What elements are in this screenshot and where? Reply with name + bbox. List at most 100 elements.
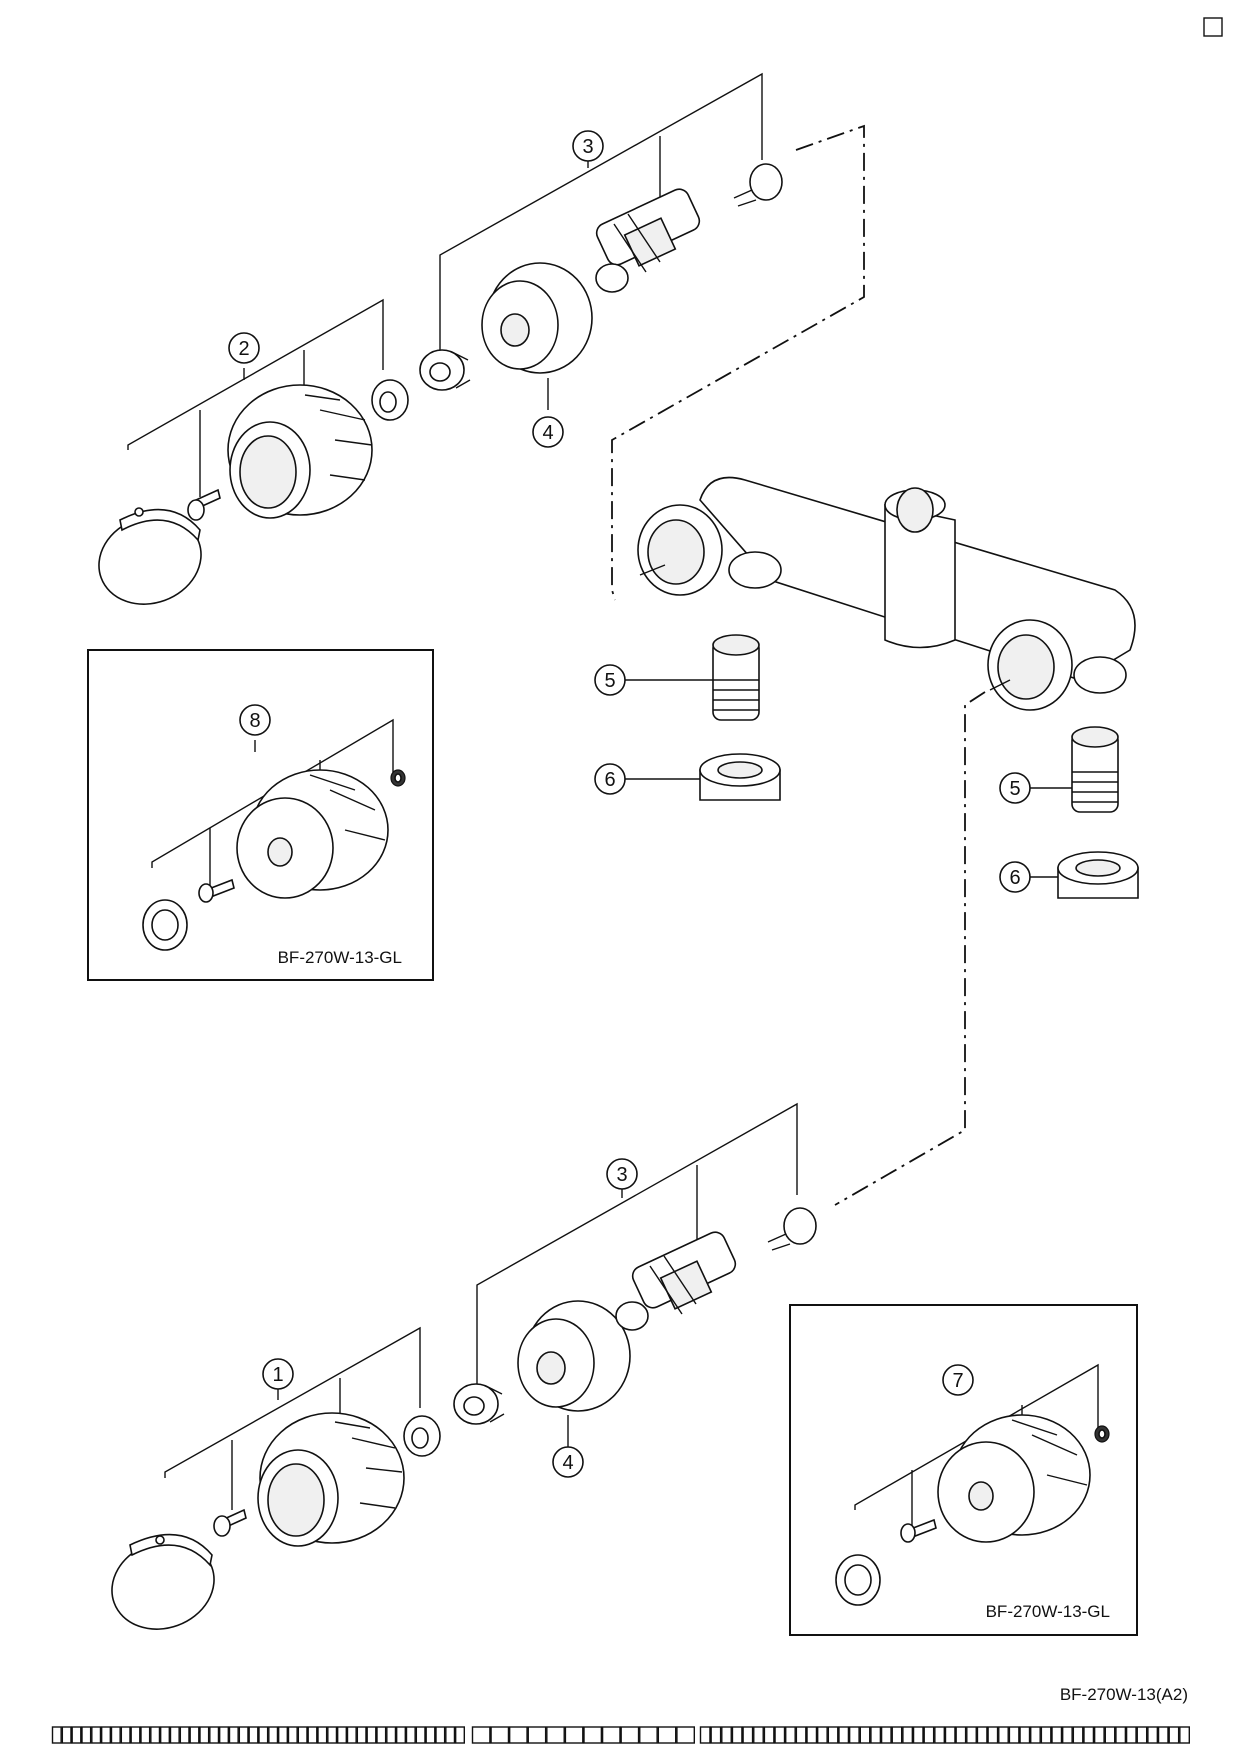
footer-box-glyph <box>1115 1726 1127 1744</box>
svg-text:4: 4 <box>562 1452 573 1474</box>
footer-box-glyph <box>923 1726 935 1744</box>
inset-label-left: BF-270W-13-GL <box>278 948 402 967</box>
footer-box-glyph <box>386 1726 397 1744</box>
footer-box-glyph <box>248 1726 259 1744</box>
footer-box-glyph <box>120 1726 131 1744</box>
footer-box-glyph <box>150 1726 161 1744</box>
footer-box-glyph <box>445 1726 456 1744</box>
footer-box-glyph <box>435 1726 446 1744</box>
svg-text:3: 3 <box>582 136 593 158</box>
footer-box-glyph <box>199 1726 210 1744</box>
nut-top <box>371 379 409 421</box>
footer-box-glyph <box>763 1726 775 1744</box>
footer-box-glyph <box>490 1726 510 1744</box>
footer-box-glyph <box>912 1726 924 1744</box>
footer-box-glyph <box>870 1726 882 1744</box>
footer-box-glyph <box>100 1726 111 1744</box>
svg-text:2: 2 <box>238 338 249 360</box>
footer-box-glyph <box>583 1726 603 1744</box>
footer-box-glyph <box>71 1726 82 1744</box>
footer-box-glyph <box>1072 1726 1084 1744</box>
footer-box-glyph <box>277 1726 288 1744</box>
callout-7: 7 <box>942 1364 974 1396</box>
footer-box-glyph <box>287 1726 298 1744</box>
footer-box-glyph <box>366 1726 377 1744</box>
footer-box-glyph <box>159 1726 171 1744</box>
footer-box-glyph <box>1061 1726 1073 1744</box>
footer-box-glyph <box>1104 1726 1116 1744</box>
footer-box-glyph <box>327 1726 338 1744</box>
pipe-fitting-right <box>1071 726 1119 813</box>
corner-marker: □ <box>0 0 1 1</box>
inset-box-left <box>87 649 434 981</box>
svg-text:7: 7 <box>952 1370 963 1392</box>
footer-box-glyph <box>356 1726 367 1744</box>
footer-box-glyph <box>955 1726 967 1744</box>
footer-box-glyph <box>179 1726 190 1744</box>
footer-box-glyph <box>891 1726 903 1744</box>
footer-box-glyph <box>998 1726 1009 1744</box>
footer-box-glyph <box>657 1726 677 1744</box>
handle-body-top <box>227 384 373 519</box>
footer-box-glyph <box>527 1726 547 1744</box>
footer-box-glyph <box>676 1726 696 1744</box>
svg-text:3: 3 <box>616 1164 627 1186</box>
footer-box-glyph <box>1136 1726 1148 1744</box>
footer-box-glyph <box>838 1726 850 1744</box>
footer-box-glyph <box>268 1726 279 1744</box>
corner-marker-box <box>1203 17 1223 37</box>
footer-box-glyph <box>1157 1726 1169 1744</box>
connector-line-top <box>611 124 865 601</box>
footer-box-glyph <box>110 1726 121 1744</box>
callout-6-right: 6 <box>999 861 1031 893</box>
footer-box-glyph <box>774 1726 786 1744</box>
footer-box-glyph <box>806 1726 818 1744</box>
footer-box-glyph <box>795 1726 807 1744</box>
footer-box-glyph <box>471 1726 491 1744</box>
escutcheon-bottom <box>517 1300 631 1412</box>
footer-box-glyph <box>1168 1726 1180 1744</box>
footer-box-glyph <box>297 1726 308 1744</box>
footer-box-glyph <box>859 1726 871 1744</box>
footer-box-glyph <box>742 1726 754 1744</box>
footer-box-glyph <box>336 1726 347 1744</box>
footer-box-glyph <box>209 1726 220 1744</box>
footer-box-glyph <box>546 1726 565 1744</box>
footer-box-glyph <box>620 1726 640 1744</box>
inset-label-right: BF-270W-13-GL <box>986 1602 1110 1621</box>
callout-4-top: 4 <box>532 416 564 448</box>
footer-box-row-right <box>699 1726 1190 1744</box>
footer-box-glyph <box>731 1726 743 1744</box>
callout-1: 1 <box>262 1358 294 1390</box>
footer-box-glyph <box>987 1726 999 1744</box>
cartridge-bottom <box>615 1231 737 1331</box>
footer-box-glyph <box>1083 1726 1095 1744</box>
footer-box-glyph <box>228 1726 239 1744</box>
callout-5-right: 5 <box>999 772 1031 804</box>
drawing-code: BF-270W-13(A2) <box>1060 1685 1188 1704</box>
svg-text:8: 8 <box>249 710 260 732</box>
footer-box-glyph <box>976 1726 988 1744</box>
footer-box-glyph <box>848 1726 860 1744</box>
footer-box-glyph <box>1093 1726 1105 1744</box>
seat-bottom <box>767 1207 817 1251</box>
footer-box-row-left <box>51 1726 465 1744</box>
seat-top <box>733 163 783 207</box>
footer-box-glyph <box>785 1726 796 1744</box>
footer-box-glyph <box>508 1726 528 1744</box>
footer-box-glyph <box>169 1726 180 1744</box>
svg-text:6: 6 <box>604 769 615 791</box>
bushing-bottom <box>453 1383 505 1425</box>
footer-box-glyph <box>238 1726 249 1744</box>
footer-box-row-middle <box>471 1726 696 1744</box>
footer-box-glyph <box>395 1726 406 1744</box>
footer-box-glyph <box>454 1726 465 1744</box>
callout-5-left: 5 <box>594 664 626 696</box>
footer-box-glyph <box>140 1726 151 1744</box>
footer-box-glyph <box>376 1726 387 1744</box>
callout-2: 2 <box>228 332 260 364</box>
callout-6-left: 6 <box>594 763 626 795</box>
footer-box-glyph <box>218 1726 230 1744</box>
callout-3-bottom: 3 <box>606 1158 638 1190</box>
